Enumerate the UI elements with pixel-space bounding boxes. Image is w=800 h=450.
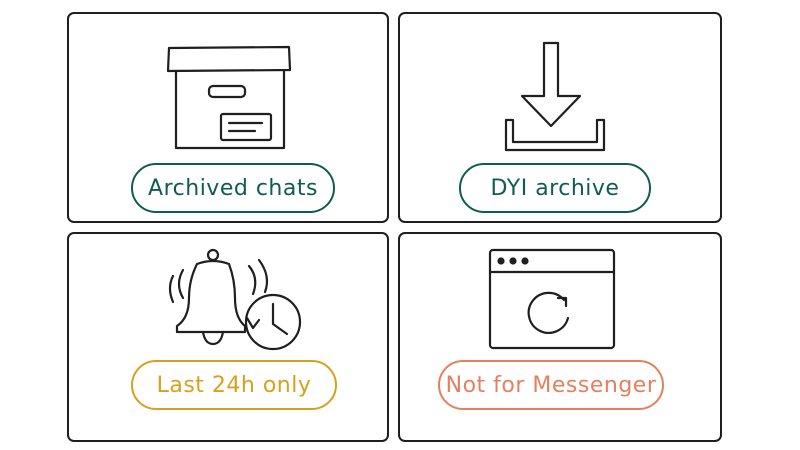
panel-last-24h: Last 24h only [67, 232, 389, 442]
archive-box-icon [166, 45, 292, 150]
panel-dyi-archive: DYI archive [398, 12, 722, 223]
download-icon [504, 41, 606, 152]
browser-refresh-icon [488, 248, 616, 350]
label-pill-last-24h: Last 24h only [131, 360, 337, 410]
bell-clock-icon [168, 248, 302, 351]
label-pill-dyi-archive: DYI archive [459, 163, 651, 213]
label-pill-not-for-messenger: Not for Messenger [438, 360, 664, 410]
label-pill-archived-chats: Archived chats [131, 163, 335, 213]
panel-archived-chats: Archived chats [67, 12, 389, 223]
panel-not-for-messenger: Not for Messenger [398, 232, 722, 442]
